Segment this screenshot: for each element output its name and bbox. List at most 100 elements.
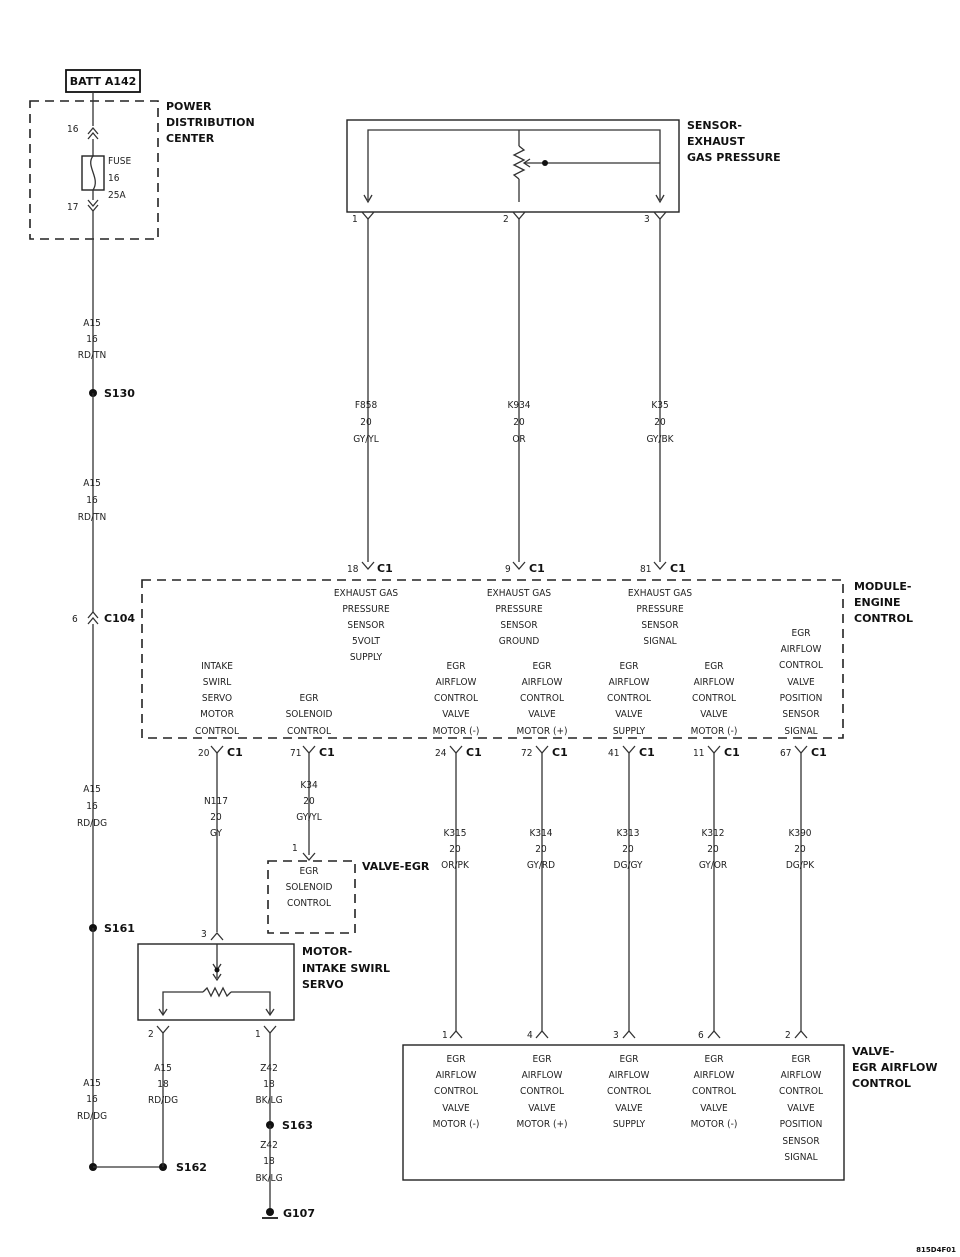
wire-a15-motor-gauge: 18 [157, 1079, 169, 1090]
valve-airflow-label-motor-minus-b-line-4: VALVE [700, 1103, 728, 1114]
c104-label: C104 [104, 612, 135, 625]
pcm-top-label-ground-line-1: EXHAUST GAS [487, 588, 552, 599]
splice-s130: S130 [104, 387, 135, 400]
valve-airflow-label-motor-plus-line-4: VALVE [528, 1103, 556, 1114]
wire-k34-code: K34 [300, 780, 318, 791]
wire-a15-motor-code: A15 [154, 1063, 172, 1074]
pcm-label-supply-line-5: SUPPLY [613, 726, 646, 737]
valve-airflow-pin-3-label: 3 [613, 1030, 619, 1041]
wire-z42-lower-code: Z42 [260, 1140, 278, 1151]
sensor-pin-3-label: 3 [644, 214, 650, 225]
valve-airflow-title-2: EGR AIRFLOW [852, 1061, 938, 1074]
pcm-label-motor-plus-line-1: EGR [533, 661, 552, 672]
sensor-title-3: GAS PRESSURE [687, 151, 781, 164]
sensor-title-1: SENSOR- [687, 119, 742, 132]
wire-a15-motor-color: RD/DG [148, 1095, 178, 1106]
fuse-label-3: 25A [108, 190, 126, 201]
pcm-pin-41-c1: C1 [639, 746, 655, 759]
pcm-top-pin-81: 81 [640, 564, 651, 575]
motor-pin-3-connector [210, 932, 224, 941]
pcm-title-1: MODULE- [854, 580, 911, 593]
pcm-label-motor-minus-b-line-3: CONTROL [692, 693, 736, 704]
wire-f858-code: F858 [355, 400, 378, 411]
pcm-top-label-signal-line-4: SIGNAL [643, 636, 676, 647]
pcm-top-label-signal-line-2: PRESSURE [636, 604, 684, 615]
valve-airflow-label-position-signal-line-1: EGR [792, 1054, 811, 1065]
pdc-pin-17-connector [87, 199, 99, 208]
pcm-pin-67: 67 C1 [780, 745, 827, 759]
figure-id: 815D4F01 [916, 1246, 956, 1254]
valve-airflow-pin-4: 4 [527, 1030, 549, 1041]
valve-airflow-pin-2-label: 2 [785, 1030, 791, 1041]
pcm-top-pin-81-c1: C1 [670, 562, 686, 575]
ground-g107: G107 [283, 1207, 315, 1220]
valve-airflow-pin-3: 3 [613, 1030, 636, 1041]
splice-s162: S162 [176, 1161, 207, 1174]
pcm-label-position-signal-line-3: CONTROL [779, 660, 823, 671]
ground-g107-dot [266, 1208, 274, 1216]
pcm-label-motor-minus-a-line-3: CONTROL [434, 693, 478, 704]
pcm-top-label-5v-supply: EXHAUST GAS PRESSURE SENSOR 5VOLT SUPPLY [334, 588, 399, 663]
pcm-label-position-signal: EGR AIRFLOW CONTROL VALVE POSITION SENSO… [779, 628, 823, 737]
pcm-label-position-signal-line-2: AIRFLOW [781, 644, 822, 655]
motor-left-arrow [158, 1008, 168, 1017]
sensor-box [346, 119, 680, 213]
battery-label: BATT A142 [70, 75, 137, 88]
motor-pin-2: 2 [148, 1029, 154, 1040]
pcm-top-pin-81-connector [653, 561, 667, 570]
valve-egr-pin: 1 [292, 843, 298, 854]
pcm-label-motor-minus-b-line-4: VALVE [700, 709, 728, 720]
wire-k314-color: GY/RD [527, 860, 555, 871]
fuse-element-icon [90, 155, 96, 191]
battery-label-box [65, 69, 141, 93]
pdc-pin-16: 16 [67, 124, 79, 135]
feed-wire-2-gauge: 16 [86, 495, 98, 506]
pcm-label-position-signal-line-6: SENSOR [782, 709, 819, 720]
pcm-label-motor-minus-a-line-2: AIRFLOW [436, 677, 477, 688]
valve-airflow-pin-2: 2 [785, 1030, 808, 1041]
valve-airflow-label-motor-plus-line-5: MOTOR (+) [516, 1119, 567, 1130]
valve-airflow-label-supply-line-5: SUPPLY [613, 1119, 646, 1130]
pcm-label-position-signal-line-5: POSITION [780, 693, 823, 704]
valve-airflow-label-motor-minus-b-line-5: MOTOR (-) [691, 1119, 738, 1130]
splice-s161: S161 [104, 922, 135, 935]
sensor-pin-2-label: 2 [503, 214, 509, 225]
pdc-title-2: DISTRIBUTION [166, 116, 255, 129]
splice-s163: S163 [282, 1119, 313, 1132]
motor-arrow-node [214, 967, 220, 973]
wire-k934-code: K934 [507, 400, 530, 411]
pcm-top-label-5v-supply-line-1: EXHAUST GAS [334, 588, 399, 599]
pcm-label-intake-swirl-line-4: MOTOR [200, 709, 234, 720]
valve-airflow-pin-6: 6 [698, 1030, 721, 1041]
pcm-top-pin-9: 9 [505, 564, 511, 575]
pcm-top-label-ground-line-4: GROUND [499, 636, 540, 647]
pcm-title-2: ENGINE [854, 596, 901, 609]
valve-airflow-label-position-signal-line-7: SIGNAL [784, 1152, 817, 1163]
pcm-top-pin-18-connector [361, 561, 375, 570]
valve-airflow-label-motor-minus-a-line-2: AIRFLOW [436, 1070, 477, 1081]
pcm-label-position-signal-line-1: EGR [792, 628, 811, 639]
wire-f858-color: GY/YL [353, 434, 379, 445]
pcm-pin-71: 71 C1 [290, 745, 335, 759]
wire-z42-lower-gauge: 18 [263, 1156, 275, 1167]
pcm-label-position-signal-line-7: SIGNAL [784, 726, 817, 737]
pcm-pin-72: 72 C1 [521, 745, 568, 759]
feed-wire-1-color: RD/TN [78, 350, 106, 361]
pcm-label-intake-swirl-line-5: CONTROL [195, 726, 239, 737]
pcm-pin-67-c1: C1 [811, 746, 827, 759]
pcm-top-label-ground-line-3: SENSOR [500, 620, 537, 631]
pcm-label-supply-line-2: AIRFLOW [609, 677, 650, 688]
wire-n117-code: N117 [204, 796, 228, 807]
valve-airflow-label-position-signal-line-2: AIRFLOW [781, 1070, 822, 1081]
wire-k312-color: GY/OR [699, 860, 727, 871]
pcm-label-egr-solenoid-line-3: CONTROL [287, 726, 331, 737]
pcm-label-egr-solenoid-line-1: EGR [300, 693, 319, 704]
wire-k313-color: DG/GY [614, 860, 643, 871]
valve-airflow-label-supply: EGR AIRFLOW CONTROL VALVE SUPPLY [607, 1054, 651, 1130]
wire-k315-color: OR/PK [441, 860, 470, 871]
motor-resistor-icon [202, 986, 232, 998]
feed-wire-4-color: RD/DG [77, 1111, 107, 1122]
potentiometer-icon [512, 145, 526, 180]
sensor-title-2: EXHAUST [687, 135, 745, 148]
